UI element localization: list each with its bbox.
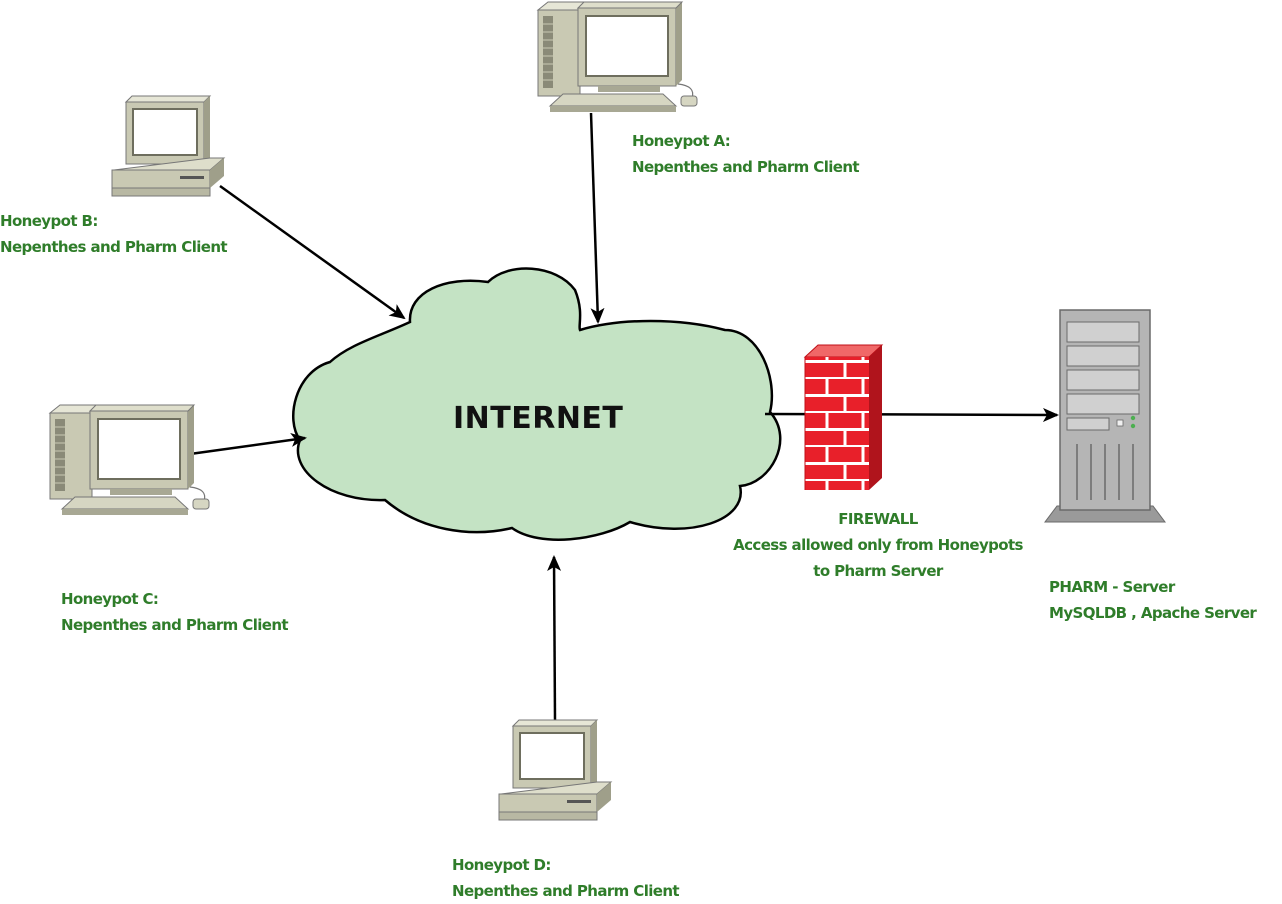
honeypot-b-subtitle: Nepenthes and Pharm Client xyxy=(0,238,228,256)
honeypot-c-subtitle: Nepenthes and Pharm Client xyxy=(61,616,289,634)
arrow-honeypot-d-to-internet xyxy=(547,555,562,721)
honeypot-a-label: Honeypot A: Nepenthes and Pharm Client xyxy=(632,128,860,180)
honeypot-d-subtitle: Nepenthes and Pharm Client xyxy=(452,882,680,900)
arrow-honeypot-b-to-internet xyxy=(219,184,406,320)
honeypot-b-title: Honeypot B: xyxy=(0,212,98,230)
firewall-rule-line2: to Pharm Server xyxy=(813,562,943,580)
arrow-honeypot-c-to-internet xyxy=(189,432,307,456)
server-subtitle: MySQLDB , Apache Server xyxy=(1049,604,1257,622)
honeypot-d-title: Honeypot D: xyxy=(452,856,551,874)
desktop-computer-icon xyxy=(498,719,613,821)
honeypot-d-label: Honeypot D: Nepenthes and Pharm Client xyxy=(452,852,680,904)
honeypot-b-label: Honeypot B: Nepenthes and Pharm Client xyxy=(0,208,228,260)
brick-wall-firewall-icon xyxy=(803,344,884,490)
internet-label: INTERNET xyxy=(453,401,624,436)
desktop-tower-computer-icon xyxy=(48,404,210,515)
honeypot-a-subtitle: Nepenthes and Pharm Client xyxy=(632,158,860,176)
firewall-label: FIREWALL Access allowed only from Honeyp… xyxy=(708,506,1048,584)
desktop-computer-icon xyxy=(111,95,226,197)
tower-server-icon xyxy=(1044,309,1166,523)
honeypot-c-label: Honeypot C: Nepenthes and Pharm Client xyxy=(61,586,289,638)
firewall-title: FIREWALL xyxy=(838,510,918,528)
firewall-rule-line1: Access allowed only from Honeypots xyxy=(733,536,1023,554)
server-label: PHARM - Server MySQLDB , Apache Server xyxy=(1049,574,1257,626)
honeypot-c-title: Honeypot C: xyxy=(61,590,159,608)
honeypot-a-title: Honeypot A: xyxy=(632,132,731,150)
server-title: PHARM - Server xyxy=(1049,578,1175,596)
arrow-honeypot-a-to-internet xyxy=(589,112,605,324)
desktop-tower-computer-icon xyxy=(536,1,698,112)
